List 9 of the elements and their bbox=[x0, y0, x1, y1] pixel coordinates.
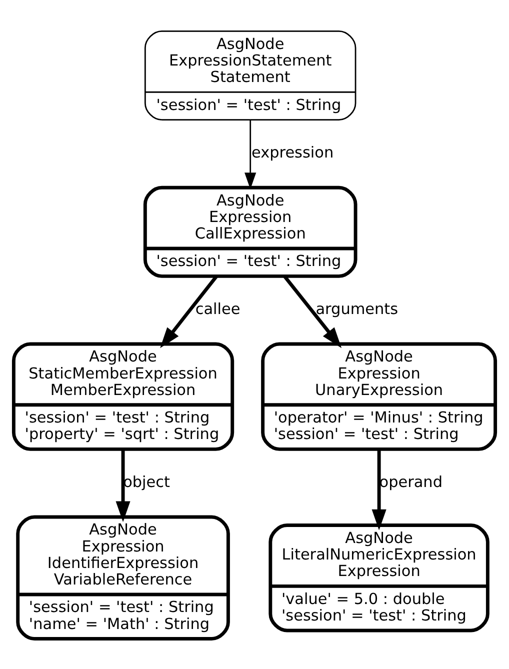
edge-label: arguments bbox=[316, 299, 398, 318]
edge-label: object bbox=[123, 472, 170, 490]
arrow bbox=[116, 449, 130, 522]
arrow bbox=[244, 120, 256, 189]
arrow bbox=[160, 274, 218, 348]
arrow bbox=[372, 449, 386, 530]
arrow bbox=[283, 274, 342, 348]
edge-label: callee bbox=[195, 299, 240, 318]
edge-label: expression bbox=[252, 143, 334, 162]
